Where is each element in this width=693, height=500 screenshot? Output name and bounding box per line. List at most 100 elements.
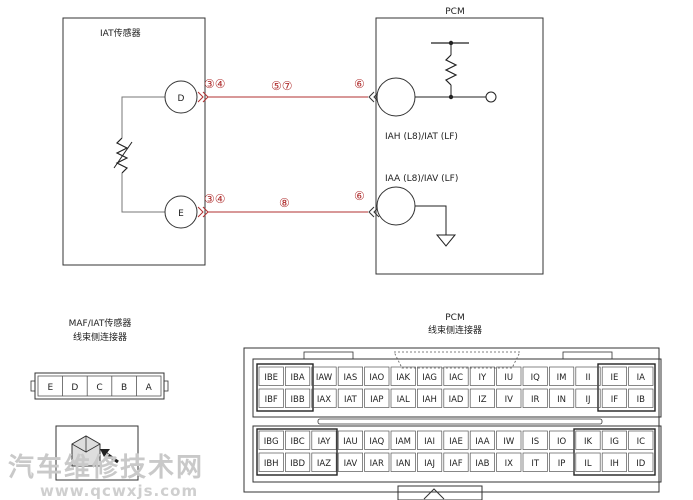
pcm-pin-cell — [364, 388, 390, 408]
pcm-pin-label: IAP — [370, 395, 383, 405]
pcm-pin-cell — [311, 388, 337, 408]
pcm-pin-label: IQ — [531, 373, 541, 383]
maf-connector-title-line1: MAF/IAT传感器 — [69, 317, 132, 329]
pcm-pin-cell — [469, 388, 495, 408]
pcm-connector-title-line1: PCM — [445, 313, 464, 323]
pcm-pin-cell — [469, 430, 495, 450]
pcm-pin-label: IAG — [422, 373, 437, 383]
pcm-pin-label: IAN — [396, 459, 411, 469]
pcm-pin-label: IU — [504, 373, 513, 383]
ground-wire — [415, 205, 447, 235]
pcm-pin-label: IF — [611, 395, 619, 405]
pcm-pin-label: IAE — [449, 437, 463, 447]
pcm-pin-label: IAH — [422, 395, 437, 405]
pcm-pin-cell — [390, 388, 416, 408]
signal-junction — [448, 94, 454, 100]
maf-pin-d: D — [71, 383, 78, 393]
pcm-pin-label: IT — [531, 459, 540, 469]
connector-number-top-mid: ⑤⑦ — [271, 79, 293, 93]
pcm-pin-cell — [417, 452, 443, 472]
pcm-pin-group-lower-right — [573, 428, 656, 476]
pcm-pin-cell — [628, 388, 654, 408]
pcm-pin-label: IBC — [291, 437, 305, 447]
pcm-pin-cell — [628, 430, 654, 450]
maf-connector-pins: E D C B A — [47, 376, 153, 396]
pcm-pin-cell — [522, 430, 548, 450]
pcm-pin-cell — [549, 430, 575, 450]
pcm-pin-label: IAS — [344, 373, 358, 383]
pcm-pin-label: IAL — [397, 395, 410, 405]
pcm-pin-cell — [258, 452, 284, 472]
pcm-pin-cell — [285, 430, 311, 450]
terminal-d-label: D — [178, 94, 185, 104]
pcm-pin-cell — [496, 452, 522, 472]
pcm-pin-cell — [443, 388, 469, 408]
pcm-pin-label: IAQ — [369, 437, 384, 447]
pcm-pin-cell — [390, 452, 416, 472]
sensor-connector-chevron-bottom — [197, 206, 209, 218]
pcm-pin-cell — [285, 452, 311, 472]
connector-number-bottom-mid: ⑧ — [279, 196, 290, 210]
pcm-pin-cell — [285, 388, 311, 408]
pcm-pin-label: IJ — [585, 395, 590, 405]
pcm-connector-housing — [243, 347, 660, 493]
pcm-pin-cell — [337, 452, 363, 472]
pcm-pin-cell — [364, 430, 390, 450]
pcm-pin-cell — [258, 366, 284, 386]
pcm-pin-cell — [601, 366, 627, 386]
pcm-pin-label: IY — [479, 373, 488, 383]
pcm-input-circle-bottom — [376, 186, 416, 226]
pcm-connector-separator — [317, 418, 603, 425]
pcm-pin-cell — [549, 366, 575, 386]
pcm-pin-label: IBF — [265, 395, 278, 405]
connector-number-top-left: ③④ — [204, 77, 226, 91]
pcm-pin-label: IBD — [290, 459, 305, 469]
pullup-resistor — [444, 54, 458, 86]
pcm-pin-label: IAW — [316, 373, 333, 383]
pcm-pin-label: IAY — [318, 437, 332, 447]
pcm-pin-cell — [522, 452, 548, 472]
pcm-pin-label: IAF — [449, 459, 462, 469]
pcm-pin-label: IE — [610, 373, 618, 383]
pcm-pin-group-upper-right — [597, 363, 656, 412]
pcm-pin-label: IC — [637, 437, 646, 447]
pcm-pin-label: IG — [610, 437, 619, 447]
watermark-url: www.qcwxjs.com — [40, 482, 198, 500]
pcm-pin-cell — [337, 430, 363, 450]
pcm-box — [375, 17, 544, 275]
pcm-pin-cell — [601, 452, 627, 472]
pcm-pin-label: ID — [636, 459, 646, 469]
pcm-pin-label: IAJ — [424, 459, 435, 469]
connector-view-icon-frame — [55, 425, 139, 481]
pcm-pin-cell — [469, 366, 495, 386]
pcm-pin-label: IBA — [291, 373, 305, 383]
connector-number-bottom-right: ⑥ — [354, 189, 365, 203]
pcm-pin-cell — [601, 388, 627, 408]
pcm-connector-center-key — [393, 351, 521, 369]
pcm-pin-label: IK — [584, 437, 593, 447]
terminal-d-circle — [164, 80, 198, 114]
pcm-pin-label: IBB — [291, 395, 305, 405]
pcm-pin-label: IAO — [369, 373, 384, 383]
pcm-pin-label: IAA — [475, 437, 490, 447]
maf-pin-e: E — [47, 383, 53, 393]
terminal-e-circle — [164, 195, 198, 229]
pcm-pin-label: IAZ — [317, 459, 331, 469]
pcm-pin-label: II — [585, 373, 590, 383]
pcm-pin-label: IAT — [344, 395, 358, 405]
pcm-input-circle-top — [376, 77, 416, 117]
pcm-pin-label: IH — [610, 459, 619, 469]
pcm-pin-cell — [443, 366, 469, 386]
pcm-pin-label: IL — [584, 459, 592, 469]
maf-pin-b: B — [121, 383, 127, 393]
iat-sensor-box — [62, 17, 206, 266]
maf-pin-c: C — [96, 383, 102, 393]
pcm-pin-label: IS — [531, 437, 539, 447]
pcm-pin-cell — [496, 388, 522, 408]
pcm-pin-label: IAU — [343, 437, 358, 447]
iat-internal-wire-top — [121, 96, 166, 138]
pcm-pin-cell — [311, 366, 337, 386]
